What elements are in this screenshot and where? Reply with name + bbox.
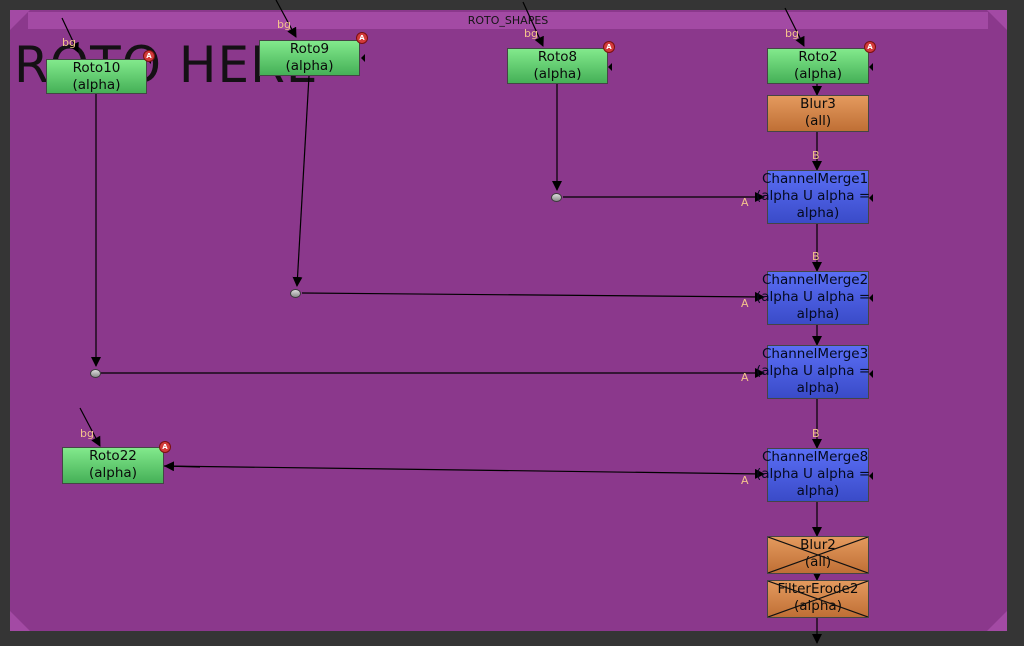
mask-arrow-merge2 (869, 294, 873, 302)
node-channelmerge8-op: (alpha U alpha = (756, 466, 871, 482)
input-label-roto9-bg: bg (277, 18, 291, 31)
backdrop-title-bar[interactable] (28, 12, 988, 29)
node-roto9[interactable]: Roto9 (alpha) (259, 40, 360, 76)
node-roto22-badge: A (159, 441, 171, 453)
input-label-roto22-bg: bg (80, 427, 94, 440)
node-channelmerge3-name: ChannelMerge3 (762, 346, 869, 362)
input-label-merge8-b: B (812, 427, 820, 440)
node-roto10-badge: A (143, 50, 155, 62)
node-channelmerge2-name: ChannelMerge2 (762, 272, 869, 288)
node-blur3[interactable]: Blur3 (all) (767, 95, 869, 132)
node-channelmerge1-op: (alpha U alpha = (756, 188, 871, 204)
node-blur2-name: Blur2 (800, 537, 836, 553)
input-label-merge1-a: A (741, 196, 749, 209)
node-roto9-channels: (alpha) (285, 58, 334, 74)
dot-node-roto10[interactable] (90, 369, 101, 378)
input-label-merge2-b: B (812, 250, 820, 263)
input-label-merge8-a: A (741, 474, 749, 487)
input-label-merge3-a: A (741, 371, 749, 384)
node-roto9-name: Roto9 (289, 41, 330, 57)
node-roto8[interactable]: Roto8 (alpha) (507, 48, 608, 84)
node-blur3-channels: (all) (804, 113, 832, 129)
node-channelmerge3[interactable]: ChannelMerge3 (alpha U alpha = alpha) (756, 345, 870, 399)
input-label-roto2-bg: bg (785, 27, 799, 40)
dot-node-roto8[interactable] (551, 193, 562, 202)
node-channelmerge8[interactable]: ChannelMerge8 (alpha U alpha = alpha) (756, 448, 870, 502)
mask-arrow-merge8 (869, 472, 873, 480)
input-label-roto8-bg: bg (524, 27, 538, 40)
mask-arrow-roto8 (608, 63, 612, 71)
wire-roto10-bg (61, 17, 79, 53)
dot-node-roto9[interactable] (290, 289, 301, 298)
node-channelmerge2-out: alpha) (796, 306, 840, 322)
node-channelmerge1-name: ChannelMerge1 (762, 171, 869, 187)
resize-handle-bottom-left (10, 611, 30, 631)
node-roto9-badge: A (356, 32, 368, 44)
node-roto8-channels: (alpha) (533, 66, 582, 82)
node-channelmerge1[interactable]: ChannelMerge1 (alpha U alpha = alpha) (756, 170, 870, 224)
mask-arrow-roto9 (361, 54, 365, 62)
mask-arrow-merge1 (869, 194, 873, 202)
resize-handle-top-right (987, 10, 1007, 30)
wire-roto22-bg (79, 407, 101, 447)
resize-handle-top-left (10, 10, 30, 30)
node-channelmerge1-out: alpha) (796, 205, 840, 221)
input-label-roto10-bg: bg (62, 36, 76, 49)
node-blur3-name: Blur3 (800, 96, 836, 112)
node-filtererode2[interactable]: FilterErode2 (alpha) (767, 580, 869, 618)
node-channelmerge3-out: alpha) (796, 380, 840, 396)
node-roto22-name: Roto22 (89, 448, 137, 464)
disabled-cross-icon (768, 581, 868, 617)
node-roto8-name: Roto8 (537, 49, 578, 65)
node-roto10-name: Roto10 (72, 60, 121, 76)
node-roto10-channels: (alpha) (72, 77, 121, 93)
node-channelmerge3-op: (alpha U alpha = (756, 363, 871, 379)
node-channelmerge8-out: alpha) (796, 483, 840, 499)
node-roto10[interactable]: Roto10 (alpha) (46, 59, 147, 94)
node-channelmerge2-op: (alpha U alpha = (756, 289, 871, 305)
node-roto8-badge: A (603, 41, 615, 53)
node-roto2-channels: (alpha) (794, 66, 842, 82)
mask-arrow-roto2 (869, 63, 873, 71)
wire-dot-merge2 (301, 291, 765, 302)
node-roto2-badge: A (864, 41, 876, 53)
wire-roto9-out (292, 75, 310, 287)
node-blur2[interactable]: Blur2 (all) (767, 536, 869, 574)
node-roto22-channels: (alpha) (89, 465, 137, 481)
input-label-merge2-a: A (741, 297, 749, 310)
wire-roto22-arrow (164, 461, 201, 472)
node-roto22[interactable]: Roto22 (alpha) (62, 447, 164, 484)
wire-roto22-merge8 (163, 465, 765, 479)
disabled-cross-icon (768, 537, 868, 573)
mask-arrow-merge3 (869, 370, 873, 378)
input-label-merge1-b: B (812, 149, 820, 162)
node-channelmerge2[interactable]: ChannelMerge2 (alpha U alpha = alpha) (756, 271, 870, 325)
node-roto2[interactable]: Roto2 (alpha) (767, 48, 869, 84)
node-channelmerge8-name: ChannelMerge8 (762, 449, 869, 465)
backdrop-title: ROTO_SHAPES (467, 14, 549, 27)
wire-roto9-bg (275, 0, 297, 38)
node-roto2-name: Roto2 (798, 49, 838, 65)
wire-roto8-bg (522, 1, 544, 47)
resize-handle-bottom-right (987, 611, 1007, 631)
node-filtererode2-channels: (alpha) (794, 598, 842, 614)
wire-roto2-bg (784, 7, 805, 47)
node-filtererode2-name: FilterErode2 (777, 581, 859, 597)
